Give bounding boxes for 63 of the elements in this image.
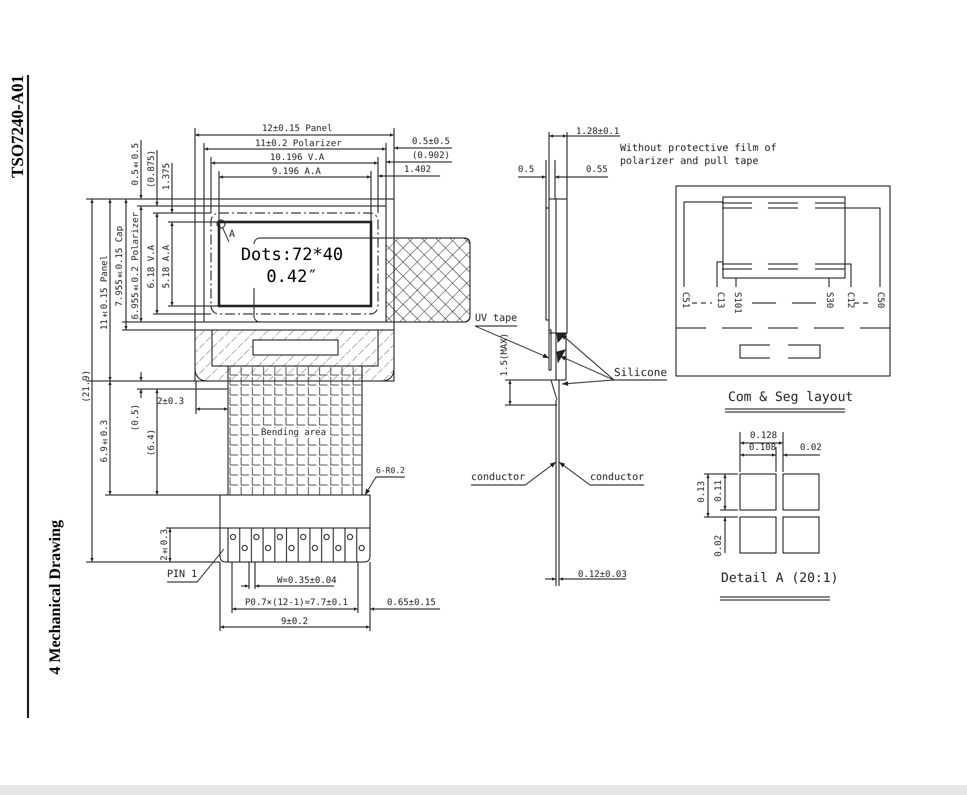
- callout-label: A: [229, 229, 236, 241]
- dimension-text: 9.196 A.A: [272, 167, 321, 177]
- section-title: 4 Mechanical Drawing: [47, 520, 65, 675]
- leader-line: [166, 548, 224, 582]
- dimension-text: (6.4): [147, 429, 157, 456]
- dimension-text: 9±0.2: [281, 617, 308, 627]
- dimension-text: 0.5±0.5: [131, 143, 141, 186]
- dimension-text: (0.5): [131, 404, 141, 432]
- dimension-text: 0.128: [750, 431, 778, 441]
- callout-label: UV tape: [475, 313, 518, 325]
- pin-label: C13: [715, 292, 725, 308]
- dimension-text: 6.18 V.A: [147, 245, 157, 288]
- dimension-text: 5.18 A.A: [162, 245, 172, 288]
- leader-line: [562, 380, 668, 386]
- leader-line: [470, 462, 556, 486]
- dimension-text: (21.9): [82, 370, 92, 403]
- dimension-text: 2±0.3: [157, 397, 184, 407]
- view-title: Detail A (20:1): [721, 572, 838, 586]
- note-text: Without protective film of polarizer and pull tape: [620, 142, 778, 168]
- dimension-text: 0.108: [749, 443, 776, 453]
- dimension-text: 6.9±0.3: [100, 420, 110, 463]
- dimension-text: 1.375: [162, 163, 172, 190]
- document-code: TSO7240-A01: [9, 75, 27, 178]
- pin-label: C50: [875, 292, 885, 308]
- callout-label: Silicone: [614, 366, 667, 379]
- dimension-text: W=0.35±0.04: [277, 576, 337, 586]
- dimension-text: 10.196 V.A: [270, 153, 324, 163]
- dimension-text: 0.5±0.5: [412, 137, 450, 147]
- dimension-text: 0.02: [714, 535, 724, 557]
- pin-label: C12: [845, 292, 855, 308]
- dimension-text: 2±0.3: [160, 529, 170, 561]
- leader-line: [558, 462, 645, 486]
- callout-label: 6-R0.2: [376, 466, 405, 476]
- dimension-text: 0.55: [586, 165, 608, 175]
- dimension-text: 1.28±0.1: [576, 127, 620, 137]
- dimension-text: 1.402: [404, 165, 432, 175]
- dimension-text: P0.7×(12-1)=7.7±0.1: [245, 598, 348, 608]
- dimension-text: 11±0.15 Panel: [100, 255, 110, 330]
- dimension-text: 0.13: [697, 481, 707, 503]
- dimension-text: 11±0.2 Polarizer: [255, 139, 342, 149]
- dimension-text: 7.955±0.15 Cap: [115, 226, 125, 306]
- view-title: Com & Seg layout: [728, 391, 854, 405]
- pin-label: S30: [824, 292, 834, 308]
- dimension-text: 0.02: [800, 443, 822, 453]
- dimension-text: 0.5: [518, 165, 534, 175]
- dimension-text: (0.875): [147, 150, 157, 188]
- dimension-text: 0.65±0.15: [387, 598, 436, 608]
- leader-line: [364, 476, 406, 496]
- dimension-text: (0.902): [412, 151, 450, 161]
- callout-label: conductor: [471, 472, 526, 484]
- dimension-text: 6.955±0.2 Polarizer: [131, 212, 141, 320]
- callout-label: PIN 1: [167, 569, 198, 581]
- dimension-text: 1.5(MAX): [500, 333, 510, 376]
- area-label: Bending area: [259, 428, 328, 438]
- detail-marker-circle: [216, 220, 226, 228]
- dimension-text: 0.11: [714, 480, 724, 502]
- pin-label: S101: [732, 292, 742, 314]
- leader-line: [474, 326, 550, 358]
- dimension-text: 12±0.15 Panel: [262, 124, 332, 134]
- pin-label: C51: [680, 292, 690, 308]
- dimension-text: 0.12±0.03: [578, 570, 627, 580]
- leader-line: [222, 227, 230, 242]
- callout-label: conductor: [590, 472, 644, 484]
